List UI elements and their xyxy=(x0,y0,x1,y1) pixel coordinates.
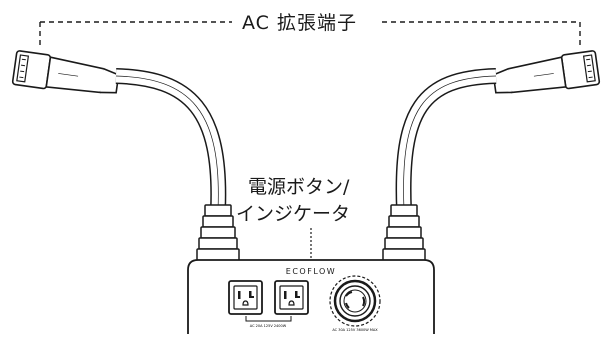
left-strain-relief xyxy=(196,204,240,262)
outlet-left xyxy=(228,280,263,315)
power-button-label-line2: インジケータ xyxy=(236,203,351,225)
brand-logo-text: ECOFLOW xyxy=(286,267,336,276)
outlet-right xyxy=(274,280,309,315)
outlet-bracket xyxy=(245,316,292,322)
right-cable xyxy=(395,68,497,211)
power-button-label-line1: 電源ボタン/ xyxy=(248,176,350,198)
ac-extension-ports-label: AC 拡張端子 xyxy=(236,8,363,35)
twist-lock-outlet xyxy=(329,275,381,327)
outlet-caption-right: AC 30A 125V 3600W MAX xyxy=(332,328,378,332)
right-connector-plug xyxy=(492,50,601,94)
left-connector-plug xyxy=(11,50,120,94)
right-strain-relief xyxy=(382,204,426,262)
left-cable xyxy=(115,68,227,211)
outlet-caption-left: AC 20A 125V 2400W xyxy=(250,324,287,328)
ac-ports-callout-line xyxy=(39,21,581,46)
